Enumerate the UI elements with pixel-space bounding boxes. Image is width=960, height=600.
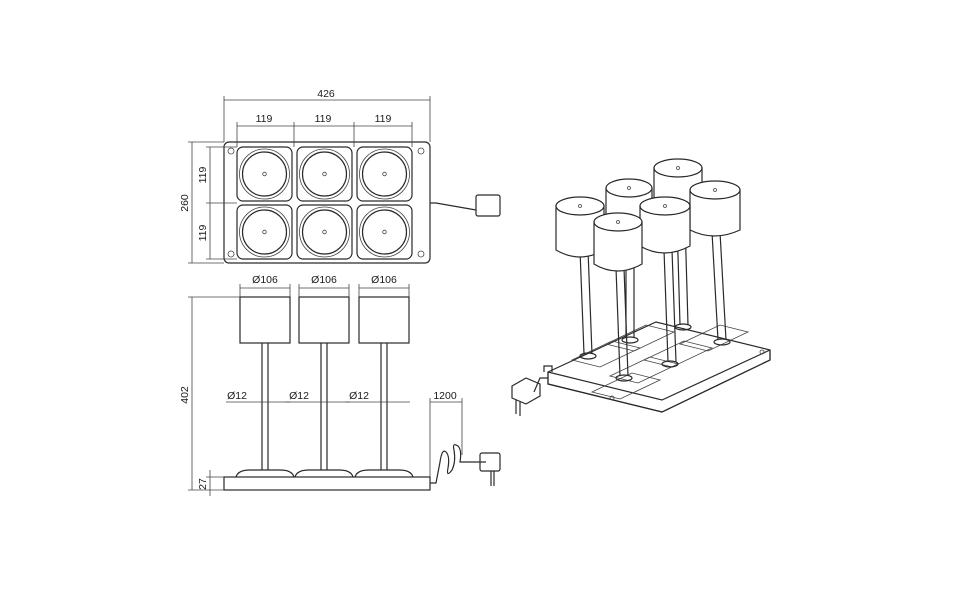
charging-pad <box>678 324 750 352</box>
charging-cell <box>296 146 353 202</box>
lamp-perspective <box>593 212 643 382</box>
dim-cell-height-2: 119 <box>197 224 209 241</box>
charging-cell <box>236 204 293 260</box>
dim-overall-height: 260 <box>179 194 191 212</box>
power-cable <box>430 202 477 211</box>
perspective-view <box>511 158 771 416</box>
screw-hole <box>417 147 425 155</box>
charging-cell <box>356 204 413 260</box>
top-view-plate <box>223 141 431 264</box>
dim-stem-diameter-1: Ø12 <box>227 390 247 402</box>
lamp-side <box>235 296 295 478</box>
side-view: Ø106 Ø106 Ø106 Ø12 Ø12 Ø12 1200 402 27 <box>179 274 501 496</box>
coiled-cable <box>430 444 486 484</box>
screw-hole <box>227 250 235 258</box>
screw-hole <box>417 250 425 258</box>
perspective-adapter <box>511 377 541 405</box>
dim-cell-height-1: 119 <box>197 166 209 183</box>
screw-hole <box>759 349 765 355</box>
dim-total-height: 402 <box>179 386 191 404</box>
lamp-perspective <box>689 180 741 346</box>
lamp-perspective <box>639 196 691 368</box>
dim-overall-width: 426 <box>317 88 335 100</box>
dim-stem-diameter-2: Ø12 <box>289 390 309 402</box>
screw-hole <box>227 147 235 155</box>
cable-port <box>543 365 553 372</box>
dim-shade-diameter-3: Ø106 <box>371 274 397 286</box>
charging-cell <box>296 204 353 260</box>
charging-pad <box>604 324 676 352</box>
perspective-cable <box>533 377 548 393</box>
power-adapter <box>475 194 501 217</box>
dim-stem-diameter-3: Ø12 <box>349 390 369 402</box>
lamp-perspective <box>555 196 605 360</box>
top-view: 426 119 119 119 260 119 119 <box>179 88 501 264</box>
screw-hole <box>609 395 615 401</box>
lamp-side <box>354 296 414 478</box>
charging-cell <box>236 146 293 202</box>
perspective-base <box>547 321 771 413</box>
lamp-side <box>294 296 354 478</box>
side-view-base <box>223 476 431 491</box>
dim-cell-width-2: 119 <box>315 113 332 125</box>
dim-cell-width-1: 119 <box>256 113 273 125</box>
dim-shade-diameter-1: Ø106 <box>252 274 278 286</box>
dim-cell-width-3: 119 <box>375 113 392 125</box>
dim-shade-diameter-2: Ø106 <box>311 274 337 286</box>
plug-adapter <box>479 452 501 472</box>
charging-cell <box>356 146 413 202</box>
dim-base-height: 27 <box>197 478 209 490</box>
dim-cable-length: 1200 <box>433 390 457 402</box>
